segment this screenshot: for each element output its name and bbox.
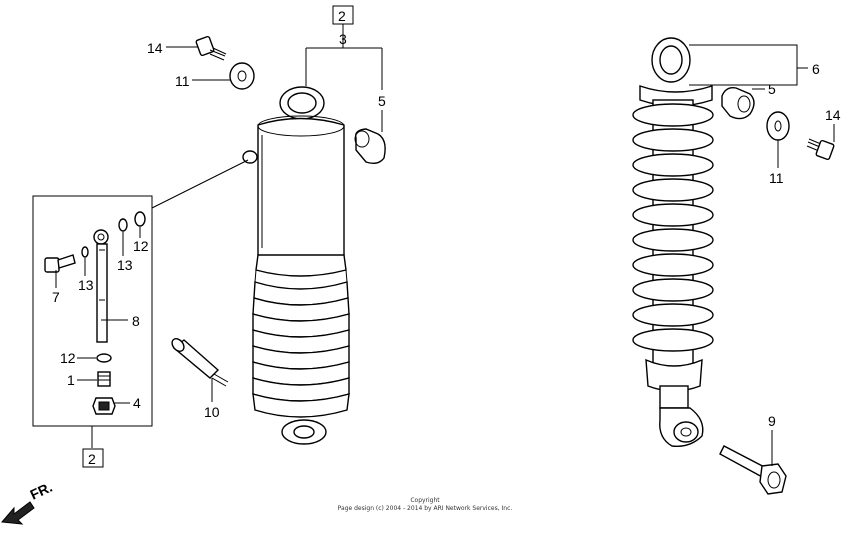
callout-3: 3: [339, 31, 347, 47]
front-label: FR.: [28, 479, 55, 503]
callout-12-b: 12: [60, 350, 76, 366]
callout-5-right: 5: [768, 81, 776, 97]
front-arrow-icon: [0, 501, 35, 525]
callout-1: 1: [67, 372, 75, 388]
callout-2-bottom: 2: [88, 451, 96, 467]
callout-labels: 2 3 5 14 11 7 13 13 12 8 12 1 4 2 10 6 5…: [52, 8, 841, 467]
right-washer-11: [766, 111, 790, 141]
washer-13b: [118, 218, 128, 232]
ref-box-top: [332, 5, 354, 25]
callout-5-left: 5: [378, 93, 386, 109]
callout-11-left: 11: [175, 73, 190, 89]
callout-13-b: 13: [117, 257, 133, 273]
copyright-line-1: Copyright: [410, 497, 440, 504]
callout-12-a: 12: [133, 238, 149, 254]
callout-9: 9: [768, 413, 776, 429]
hose-assembly-box: [32, 159, 249, 448]
copyright-line-2: Page design (c) 2004 - 2014 by ARI Netwo…: [338, 505, 513, 512]
right-bushing-5: [721, 86, 755, 120]
left-bushing-5: [354, 128, 386, 165]
callout-7: 7: [52, 289, 60, 305]
hose-8: [93, 229, 109, 343]
callout-14-right: 14: [825, 107, 841, 123]
stud-10: [171, 338, 229, 387]
right-shock-absorber: [632, 37, 714, 447]
callout-14-left: 14: [147, 40, 163, 56]
callout-11-right: 11: [769, 170, 784, 186]
bolt-9: [719, 445, 787, 495]
bolt-7: [44, 254, 76, 273]
fitting-1: [97, 371, 111, 387]
washer-12a: [134, 211, 146, 227]
callout-6: 6: [812, 61, 820, 77]
left-bolt-14: [195, 35, 227, 61]
boot-bellows: [252, 281, 350, 418]
front-indicator: FR.: [0, 479, 55, 525]
right-bolt-14: [806, 138, 835, 161]
callout-8: 8: [132, 313, 140, 329]
callout-13-a: 13: [78, 277, 94, 293]
nut-4: [92, 397, 116, 415]
ref-box-bottom: [82, 448, 104, 468]
coil-spring: [632, 103, 714, 352]
callout-4: 4: [133, 395, 141, 411]
callout-2-top: 2: [338, 8, 346, 24]
callout-10: 10: [204, 404, 220, 420]
left-shock-absorber: [242, 86, 350, 445]
leader-lines: [55, 24, 835, 466]
washer-12b: [96, 353, 112, 363]
washer-13a: [81, 246, 89, 258]
left-washer-11: [229, 62, 255, 90]
